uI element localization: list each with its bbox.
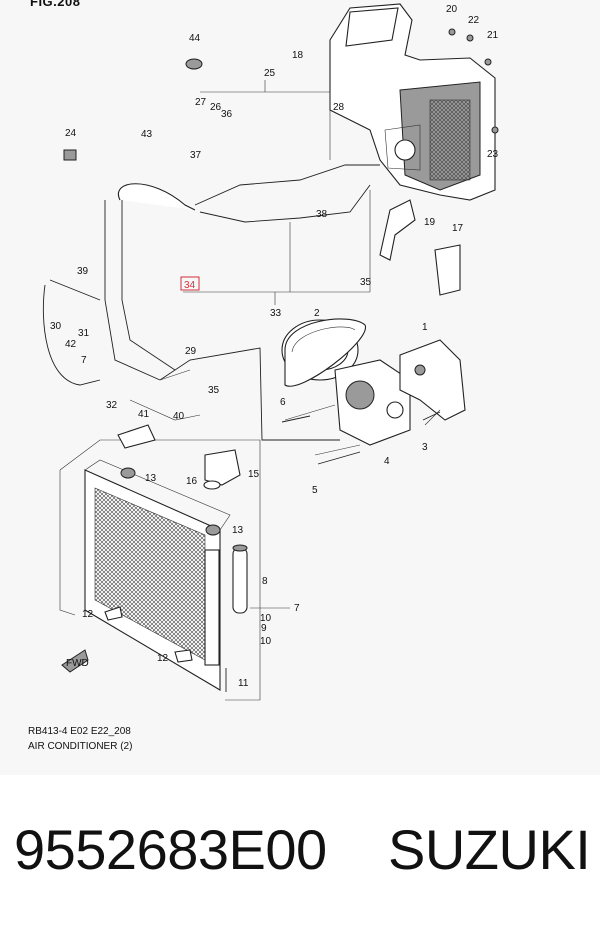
callout-37: 37 [190, 150, 202, 161]
fasteners-top [63, 28, 499, 161]
callout-8: 8 [262, 576, 268, 587]
callout-numbers: 1 2 3 4 5 6 7 8 9 10 10 11 12 12 13 13 1… [50, 4, 499, 689]
callout-4: 4 [384, 456, 390, 467]
callout-35-left: 35 [208, 385, 220, 396]
callout-12-left: 12 [82, 609, 94, 620]
drive-belt [284, 318, 366, 387]
callout-32: 32 [106, 400, 118, 411]
fwd-label: FWD [66, 658, 89, 669]
callout-22: 22 [468, 15, 480, 26]
callout-40: 40 [173, 411, 185, 422]
callout-28: 28 [333, 102, 345, 113]
compressor-bracket [399, 339, 466, 426]
callout-33: 33 [270, 308, 282, 319]
diagram-panel: FIG.208 [28, 0, 499, 752]
callout-24: 24 [65, 128, 77, 139]
highlighted-part-box [180, 276, 200, 291]
callout-25: 25 [264, 68, 276, 79]
callout-10-lower: 10 [260, 636, 272, 647]
figure-caption: AIR CONDITIONER (2) [28, 741, 133, 752]
condenser-mounts [104, 467, 221, 663]
callout-34-highlighted: 34 [184, 280, 196, 291]
callout-29: 29 [185, 346, 197, 357]
callout-16: 16 [186, 476, 198, 487]
evaporator-unit [329, 3, 496, 201]
pipe-clamp [379, 199, 461, 296]
forward-arrow: FWD [61, 649, 89, 673]
callout-2: 2 [314, 308, 320, 319]
callout-9: 9 [261, 623, 267, 634]
callout-15: 15 [248, 469, 260, 480]
callout-6: 6 [280, 397, 286, 408]
callout-31: 31 [78, 328, 90, 339]
condenser [84, 459, 231, 691]
bolts [225, 411, 441, 692]
callout-17: 17 [452, 223, 464, 234]
callout-35-right: 35 [360, 277, 372, 288]
callout-19: 19 [424, 217, 436, 228]
callout-42: 42 [65, 339, 77, 350]
callout-20: 20 [446, 4, 458, 15]
callout-23: 23 [487, 149, 499, 160]
callout-18: 18 [292, 50, 304, 61]
callout-10-upper: 10 [260, 613, 272, 624]
callout-3: 3 [422, 442, 428, 453]
callout-41: 41 [138, 409, 150, 420]
callout-27: 27 [195, 97, 207, 108]
callout-13-upper: 13 [145, 473, 157, 484]
callout-26: 26 [210, 102, 222, 113]
callout-43: 43 [141, 129, 153, 140]
callout-12-bottom: 12 [157, 653, 169, 664]
callout-1: 1 [422, 322, 428, 333]
callout-leaders [59, 80, 371, 701]
callout-11: 11 [238, 678, 249, 689]
brand-name: SUZUKI [388, 818, 591, 881]
hose-bracket [203, 449, 241, 490]
pipe-bracket [117, 424, 156, 449]
callout-30: 30 [50, 321, 62, 332]
parts-diagram: FWD 1 2 3 4 5 6 7 8 9 10 10 11 12 12 13 … [42, 3, 499, 701]
callout-38: 38 [316, 209, 328, 220]
callout-7: 7 [294, 603, 300, 614]
part-number: 9552683E00 [14, 818, 327, 881]
callout-7-small: 7 [81, 355, 87, 366]
callout-13-lower: 13 [232, 525, 244, 536]
refrigerant-lines [42, 164, 380, 441]
callout-21: 21 [487, 30, 499, 41]
callout-36: 36 [221, 109, 233, 120]
receiver-dryer [232, 544, 248, 614]
figure-title: FIG.208 [30, 0, 81, 9]
product-info-bar [0, 775, 600, 932]
figure-code: RB413-4 E02 E22_208 [28, 726, 131, 737]
callout-39: 39 [77, 266, 89, 277]
callout-5: 5 [312, 485, 318, 496]
callout-44: 44 [189, 33, 201, 44]
